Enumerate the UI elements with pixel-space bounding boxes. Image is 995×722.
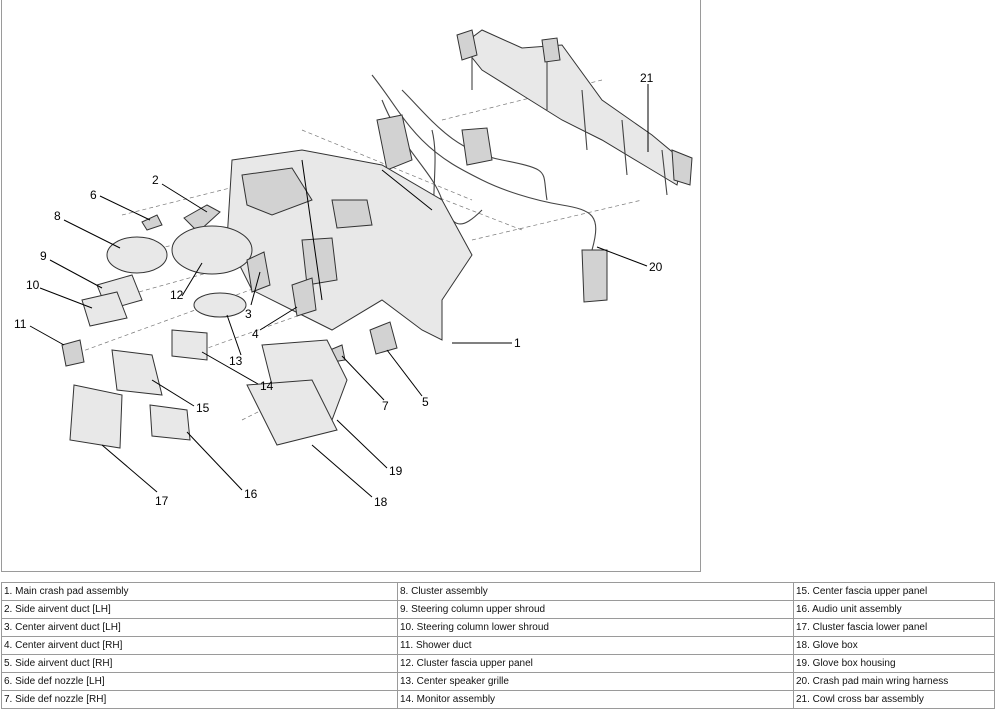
legend-row: 4. Center airvent duct [RH] 11. Shower d… (1, 636, 995, 655)
legend-item: 6. Side def nozzle [LH] (1, 672, 398, 691)
callout-7: 7 (382, 399, 389, 413)
callout-labels: 1 2 3 4 5 6 7 8 9 10 11 12 13 14 15 16 1… (14, 71, 663, 509)
callout-5: 5 (422, 395, 429, 409)
callout-4: 4 (252, 327, 259, 341)
callout-6: 6 (90, 188, 97, 202)
legend-item: 17. Cluster fascia lower panel (793, 618, 995, 637)
side-airvent-duct-rh (369, 321, 398, 355)
callout-19: 19 (389, 464, 403, 478)
callout-3: 3 (245, 307, 252, 321)
callout-14: 14 (260, 379, 274, 393)
callout-2: 2 (152, 173, 159, 187)
steering-column-lower-shroud (81, 291, 128, 327)
callout-8: 8 (54, 209, 61, 223)
legend-row: 5. Side airvent duct [RH] 12. Cluster fa… (1, 654, 995, 673)
legend-item: 14. Monitor assembly (397, 690, 794, 709)
shower-duct (61, 339, 85, 367)
callout-15: 15 (196, 401, 210, 415)
legend-item: 5. Side airvent duct [RH] (1, 654, 398, 673)
side-def-nozzle-lh (141, 214, 163, 231)
center-airvent-duct-rh (291, 277, 317, 317)
legend-item: 7. Side def nozzle [RH] (1, 690, 398, 709)
callout-21: 21 (640, 71, 654, 85)
legend-row: 3. Center airvent duct [LH] 10. Steering… (1, 618, 995, 637)
cluster-assembly (106, 236, 168, 274)
legend-item: 4. Center airvent duct [RH] (1, 636, 398, 655)
callout-12: 12 (170, 288, 184, 302)
legend-item: 2. Side airvent duct [LH] (1, 600, 398, 619)
legend-item: 12. Cluster fascia upper panel (397, 654, 794, 673)
legend-item: 10. Steering column lower shroud (397, 618, 794, 637)
callout-20: 20 (649, 260, 663, 274)
exploded-diagram-frame: 1 2 3 4 5 6 7 8 9 10 11 12 13 14 15 16 1… (1, 0, 701, 572)
legend-item: 15. Center fascia upper panel (793, 582, 995, 601)
callout-1: 1 (514, 336, 521, 350)
main-crash-pad-assembly (226, 149, 473, 341)
legend-row: 1. Main crash pad assembly 8. Cluster as… (1, 582, 995, 601)
callout-17: 17 (155, 494, 169, 508)
legend-row: 6. Side def nozzle [LH] 13. Center speak… (1, 672, 995, 691)
legend-item: 16. Audio unit assembly (793, 600, 995, 619)
cluster-fascia-upper-panel (171, 225, 253, 275)
legend-item: 8. Cluster assembly (397, 582, 794, 601)
center-speaker-grille (193, 292, 247, 318)
callout-9: 9 (40, 249, 47, 263)
legend-item: 20. Crash pad main wring harness (793, 672, 995, 691)
legend-item: 1. Main crash pad assembly (1, 582, 398, 601)
audio-unit-assembly (149, 404, 191, 441)
leader-lines (29, 84, 649, 498)
cowl-cross-bar-assembly (456, 29, 693, 196)
center-airvent-duct-lh (246, 251, 271, 293)
parts-legend-table: 1. Main crash pad assembly 8. Cluster as… (1, 582, 995, 709)
callout-16: 16 (244, 487, 258, 501)
callout-11: 11 (14, 317, 27, 331)
center-fascia-upper-panel (111, 349, 163, 396)
legend-item: 19. Glove box housing (793, 654, 995, 673)
glove-box (246, 379, 338, 446)
legend-item: 13. Center speaker grille (397, 672, 794, 691)
legend-item: 3. Center airvent duct [LH] (1, 618, 398, 637)
crash-pad-main-wiring-harness (371, 74, 608, 303)
callout-10: 10 (26, 278, 40, 292)
legend-item: 11. Shower duct (397, 636, 794, 655)
cluster-fascia-lower-panel (69, 384, 123, 449)
legend-row: 7. Side def nozzle [RH] 14. Monitor asse… (1, 690, 995, 709)
callout-18: 18 (374, 495, 388, 509)
side-airvent-duct-lh (183, 204, 221, 233)
exploded-view-diagram: 1 2 3 4 5 6 7 8 9 10 11 12 13 14 15 16 1… (14, 29, 693, 509)
legend-item: 21. Cowl cross bar assembly (793, 690, 995, 709)
monitor-assembly (171, 329, 208, 361)
callout-13: 13 (229, 354, 243, 368)
legend-row: 2. Side airvent duct [LH] 9. Steering co… (1, 600, 995, 619)
legend-item: 9. Steering column upper shroud (397, 600, 794, 619)
legend-item: 18. Glove box (793, 636, 995, 655)
